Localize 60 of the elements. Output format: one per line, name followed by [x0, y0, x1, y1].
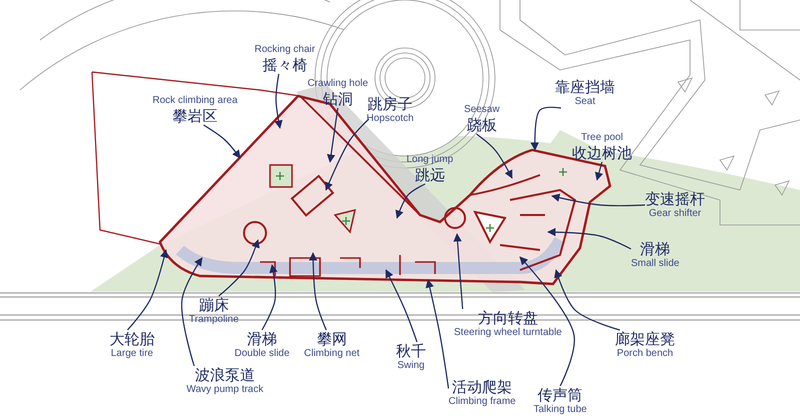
label-text: Crawling hole: [308, 78, 368, 90]
label-text: Climbing frame: [448, 396, 516, 408]
handwritten-label: 变速摇杆: [645, 190, 705, 208]
leader-line: [476, 134, 513, 179]
label-text: Long jump: [406, 154, 454, 166]
label-text: Climbing net: [304, 348, 360, 360]
leader-line: [325, 118, 370, 191]
label-text: Large tire: [110, 348, 154, 360]
label-text: Porch bench: [616, 348, 674, 360]
leader-line: [127, 249, 168, 330]
handwritten-label: 廊架座凳: [615, 330, 675, 348]
label-text: Trampoline: [189, 314, 239, 326]
label-text: Gear shifter: [648, 208, 702, 220]
label-text: Double slide: [234, 348, 290, 360]
leader-line: [385, 269, 418, 342]
handwritten-label: 方向转盘: [478, 309, 538, 327]
handwritten-label: 波浪泵道: [194, 366, 255, 384]
handwritten-label: 攀岩区: [172, 107, 218, 125]
leader-line: [274, 74, 283, 129]
leader-line: [426, 279, 450, 389]
leader-line: [519, 256, 575, 386]
handwritten-label: 滑梯: [247, 330, 278, 348]
leader-line: [594, 162, 604, 181]
handwritten-label: 跳远: [414, 166, 445, 184]
leader-line: [326, 108, 338, 163]
label-text: Wavy pump track: [186, 384, 264, 396]
handwritten-label: 跷板: [466, 116, 497, 134]
label-text: Tree pool: [581, 132, 623, 144]
label-text: Hopscotch: [366, 113, 414, 125]
handwritten-label: 摇々椅: [262, 56, 308, 74]
handwritten-label: 滑梯: [640, 240, 670, 258]
leader-line: [181, 257, 202, 366]
label-text: Steering wheel turntable: [454, 327, 562, 339]
leader-line: [453, 233, 464, 310]
leader-line: [530, 106, 562, 151]
leader-line: [203, 124, 240, 159]
leader-line: [218, 239, 260, 296]
leader-line: [547, 228, 632, 250]
leader-line: [396, 183, 426, 219]
handwritten-label: 蹦床: [198, 296, 229, 314]
handwritten-label: 跳房子: [368, 95, 413, 113]
label-text: Talking tube: [534, 404, 587, 416]
handwritten-label: 收边树池: [572, 144, 632, 162]
label-text: Rock climbing area: [152, 95, 238, 107]
leader-line: [262, 264, 278, 330]
label-text: Small slide: [631, 258, 680, 270]
leader-line: [554, 269, 620, 331]
leader-line: [551, 194, 646, 206]
handwritten-label: 活动爬架: [452, 378, 512, 396]
handwritten-label: 靠座挡墙: [555, 78, 615, 96]
handwritten-label: 攀网: [316, 330, 347, 348]
handwritten-label: 传声筒: [538, 386, 583, 404]
label-text: Seat: [574, 96, 596, 108]
handwritten-label: 钻洞: [322, 90, 353, 108]
handwritten-label: 秋千: [396, 342, 426, 360]
handwritten-label: 大轮胎: [110, 330, 154, 348]
leader-line: [308, 252, 327, 330]
label-text: Rocking chair: [254, 44, 316, 56]
label-text: Seesaw: [464, 104, 500, 116]
label-text: Swing: [397, 360, 425, 372]
